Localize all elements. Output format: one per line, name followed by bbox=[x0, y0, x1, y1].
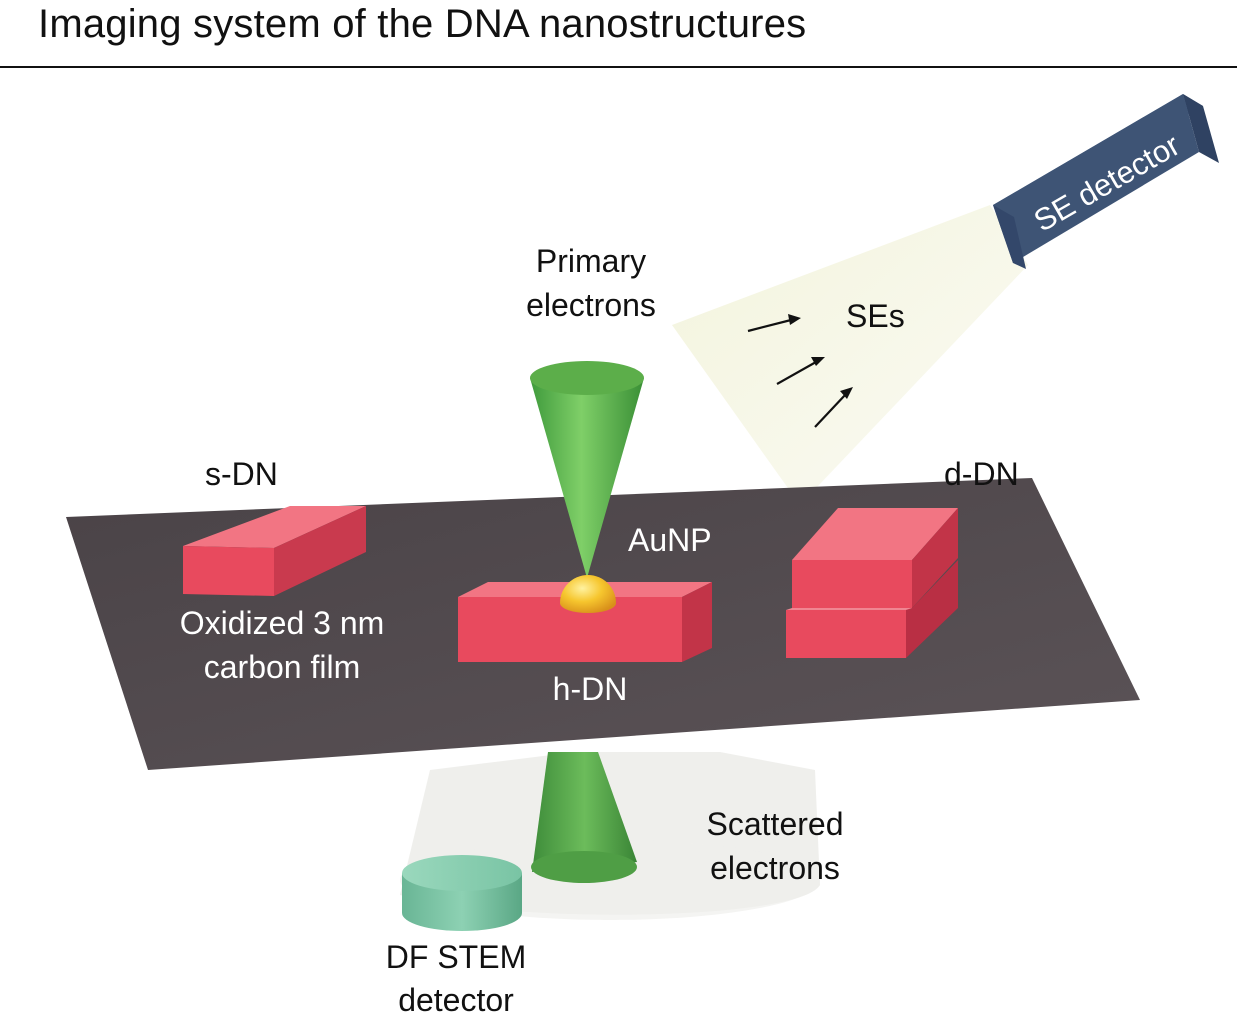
primary-label-line2: electrons bbox=[526, 287, 656, 323]
ses-label: SEs bbox=[846, 298, 905, 334]
df-stem-label-line1: DF STEM bbox=[386, 939, 526, 975]
carbon-label-line2: carbon film bbox=[204, 649, 361, 685]
df-stem-detector bbox=[402, 855, 522, 931]
s-dn-label: s-DN bbox=[205, 456, 278, 492]
scattered-label-line1: Scattered bbox=[707, 806, 844, 842]
aunp-label: AuNP bbox=[628, 522, 712, 558]
se-arrows bbox=[747, 314, 853, 428]
figure-title: Imaging system of the DNA nanostructures bbox=[38, 2, 807, 46]
df-stem-label-line2: detector bbox=[398, 982, 514, 1016]
scattered-label-line2: electrons bbox=[710, 850, 840, 886]
lower-beam-base bbox=[531, 851, 637, 883]
se-detector bbox=[993, 94, 1219, 269]
aunp-particle bbox=[560, 575, 616, 613]
h-dn-label: h-DN bbox=[553, 671, 628, 707]
se-cone bbox=[672, 205, 1028, 505]
title-rule bbox=[0, 66, 1237, 68]
d-dn-label: d-DN bbox=[944, 456, 1019, 492]
carbon-label-line1: Oxidized 3 nm bbox=[180, 605, 385, 641]
primary-label-line1: Primary bbox=[536, 243, 646, 279]
primary-beam-top bbox=[530, 361, 644, 395]
s-dn-block bbox=[183, 506, 366, 596]
primary-beam bbox=[530, 378, 644, 578]
lower-beam bbox=[532, 752, 637, 872]
d-dn-block bbox=[786, 508, 958, 658]
